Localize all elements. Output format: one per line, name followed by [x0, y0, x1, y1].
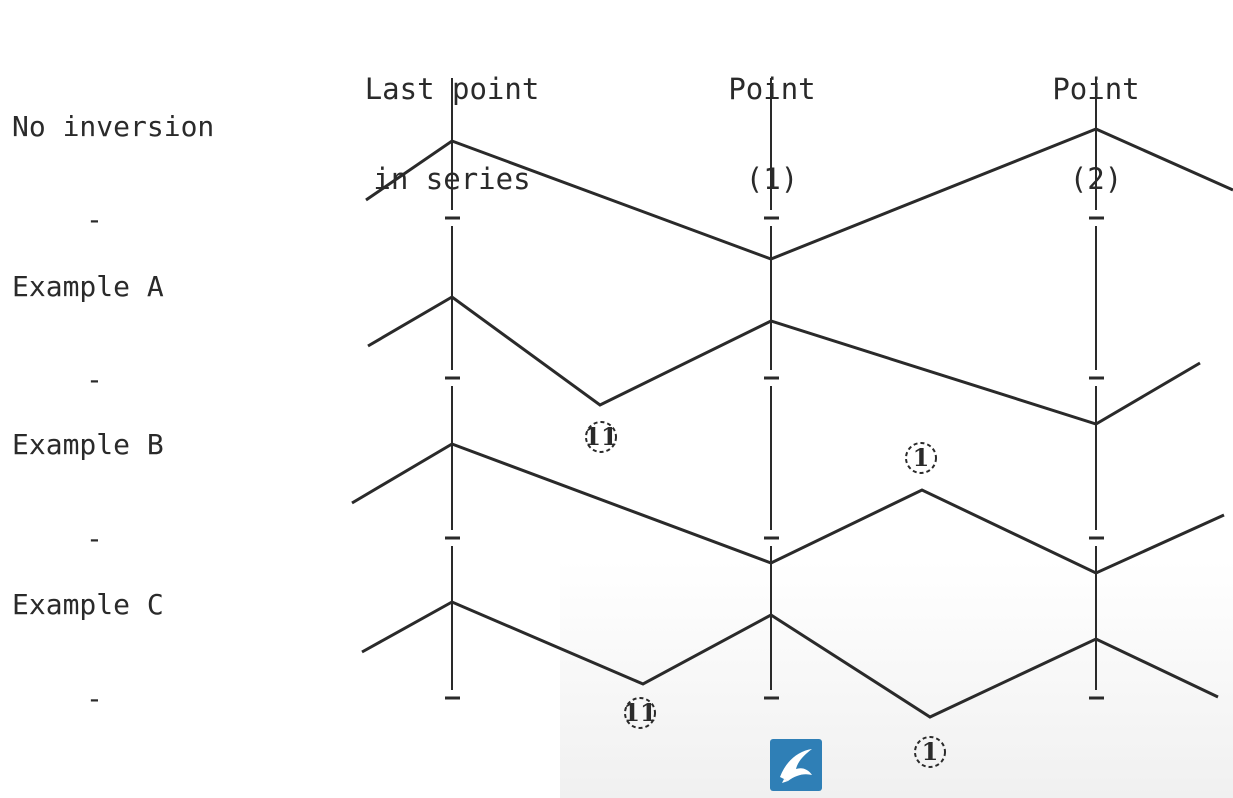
row-dash-mark: -	[86, 363, 103, 396]
series-line-no-inversion	[365, 127, 1233, 261]
series-line-example-b	[351, 442, 1225, 575]
bird-logo-icon	[770, 739, 822, 791]
marker-label: 11	[623, 698, 656, 727]
column-header-line2: in series	[373, 162, 531, 196]
series-line-example-a	[367, 295, 1201, 426]
row-label-example-b: Example B	[12, 428, 164, 461]
row-dash-mark: -	[86, 682, 103, 715]
row-dash-mark: -	[86, 522, 103, 555]
column-header-last-point: Last point in series	[322, 14, 582, 224]
marker-label: 1	[922, 737, 939, 766]
marker-label: 11	[584, 422, 617, 451]
marker-label: 1	[913, 443, 930, 472]
series-line-example-c	[361, 600, 1219, 719]
circled-marker-example-b: 1	[905, 442, 937, 474]
column-header-line1: Last point	[364, 72, 540, 106]
row-label-no-inversion: No inversion	[12, 110, 215, 143]
circled-marker-example-c-first: 11	[623, 697, 657, 729]
circled-marker-example-a: 11	[584, 421, 618, 453]
row-dash-mark: -	[86, 203, 103, 236]
row-label-example-c: Example C	[12, 588, 164, 621]
row-label-example-a: Example A	[12, 270, 164, 303]
circled-marker-example-c-second: 1	[914, 736, 946, 768]
